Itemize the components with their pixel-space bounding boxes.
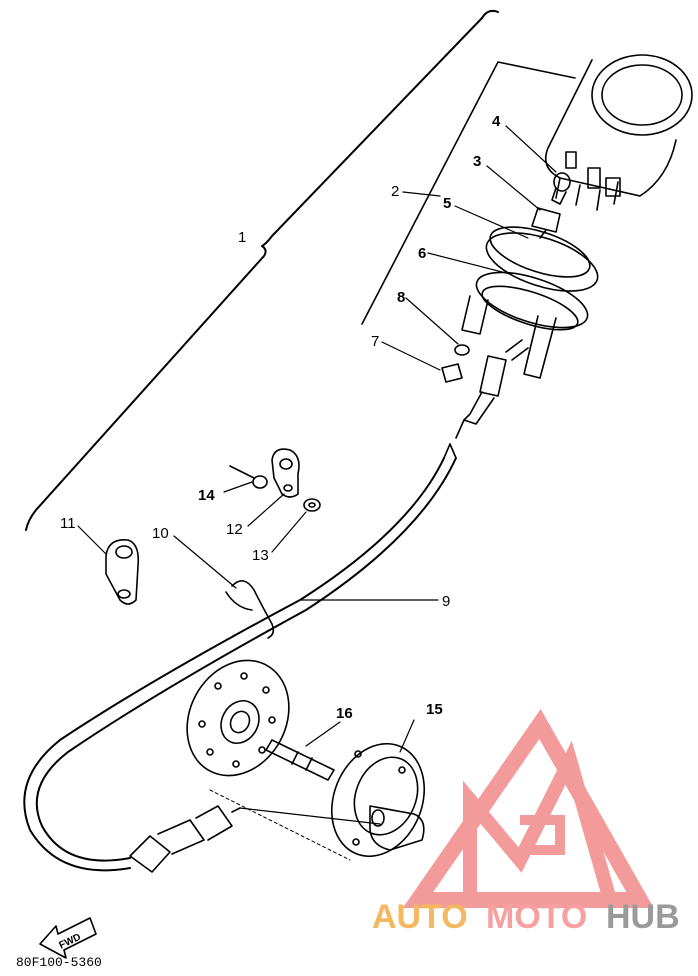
callout-13: 13 bbox=[252, 547, 269, 564]
watermark-word-auto: AUTO bbox=[372, 898, 468, 936]
part-code: 80F100-5360 bbox=[16, 955, 102, 970]
cable-lower-fitting bbox=[129, 805, 241, 873]
callout-10: 10 bbox=[152, 525, 169, 542]
drive-shaft bbox=[265, 739, 335, 781]
logo-m-shape bbox=[463, 740, 617, 902]
callout-1: 1 bbox=[238, 229, 246, 246]
screw bbox=[229, 465, 268, 489]
cable-clamp bbox=[271, 448, 300, 498]
washer bbox=[303, 498, 321, 512]
callout-12: 12 bbox=[226, 521, 243, 538]
cable-guide bbox=[105, 539, 140, 605]
leader-lines bbox=[77, 125, 557, 825]
damper-nut bbox=[441, 344, 470, 383]
callout-11: 11 bbox=[60, 515, 76, 532]
cable-clip bbox=[225, 580, 275, 639]
callout-16: 16 bbox=[336, 705, 353, 722]
assembly-bracket bbox=[25, 9, 499, 531]
speedometer-cable bbox=[23, 443, 457, 872]
fwd-arrow: FWD bbox=[39, 917, 97, 959]
callout-4: 4 bbox=[492, 113, 501, 130]
callout-3: 3 bbox=[473, 153, 481, 170]
callout-15: 15 bbox=[426, 701, 443, 718]
callout-9: 9 bbox=[442, 593, 450, 610]
callout-8: 8 bbox=[397, 289, 405, 306]
reference-line bbox=[209, 789, 351, 861]
callout-6: 6 bbox=[418, 245, 426, 262]
logo-g-shape bbox=[520, 815, 565, 855]
watermark-word-moto: MOTO bbox=[486, 898, 587, 936]
callout-2: 2 bbox=[391, 183, 399, 200]
watermark-word-hub: HUB bbox=[606, 898, 680, 936]
bulb bbox=[551, 172, 571, 205]
cable-connector bbox=[455, 339, 529, 439]
watermark-logo bbox=[402, 708, 654, 908]
callout-14: 14 bbox=[198, 487, 215, 504]
speedometer-head bbox=[544, 54, 693, 211]
gear-unit bbox=[330, 742, 426, 858]
wheel-hub bbox=[186, 659, 290, 777]
callout-labels: 1 2 3 4 5 6 7 8 9 10 11 12 13 14 15 16 bbox=[60, 113, 501, 722]
group-bracket bbox=[361, 61, 576, 325]
callout-7: 7 bbox=[371, 333, 379, 350]
meter-case bbox=[461, 226, 599, 379]
callout-5: 5 bbox=[443, 195, 451, 212]
